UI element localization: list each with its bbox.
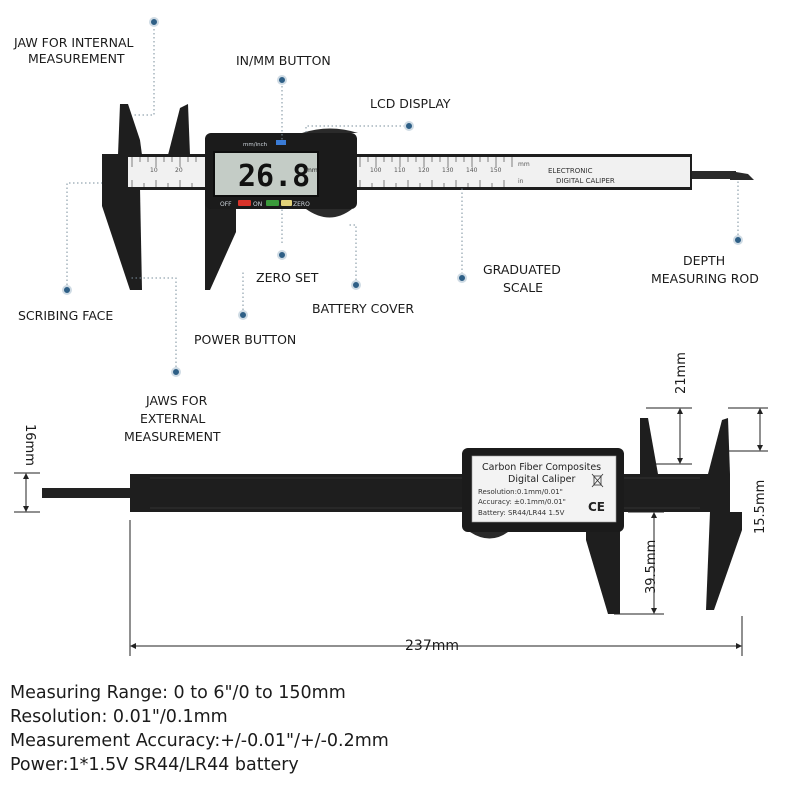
dim-21mm: 21mm bbox=[674, 352, 689, 394]
dim-39-5mm: 39.5mm bbox=[644, 540, 659, 594]
lcd-screen bbox=[213, 151, 319, 197]
back-inner-jaw-right bbox=[708, 418, 730, 474]
scale-title-1: ELECTRONIC bbox=[548, 167, 593, 175]
scale-tick-130: 130 bbox=[442, 167, 454, 174]
label-jaws-external-3: MEASUREMENT bbox=[124, 429, 221, 444]
scale-tick-110: 110 bbox=[394, 167, 406, 174]
plate-line-5: Battery: SR44/LR44 1.5V bbox=[478, 509, 565, 517]
dim-16mm: 16mm bbox=[22, 424, 37, 466]
back-outer-jaw-left bbox=[586, 512, 620, 614]
thumb-wheel bbox=[302, 128, 358, 133]
scale-unit-mm: mm bbox=[518, 161, 530, 168]
spec-power: Power:1*1.5V SR44/LR44 battery bbox=[10, 755, 299, 775]
spec-accuracy: Measurement Accuracy:+/-0.01"/+/-0.2mm bbox=[10, 731, 389, 751]
dimension-lines bbox=[14, 407, 768, 656]
scale-tick-10: 10 bbox=[150, 167, 158, 174]
dot-lcd-display bbox=[404, 121, 414, 131]
label-power-button: POWER BUTTON bbox=[194, 332, 296, 347]
scale-title-2: DIGITAL CALIPER bbox=[556, 177, 615, 185]
scale-tick-140: 140 bbox=[466, 167, 478, 174]
label-depth-rod-2: MEASURING ROD bbox=[651, 271, 759, 286]
plate-line-1: Carbon Fiber Composites bbox=[482, 462, 601, 473]
battery-cover-wheel bbox=[306, 209, 352, 218]
dot-inmm-button bbox=[277, 75, 287, 85]
scale-tick-120: 120 bbox=[418, 167, 430, 174]
label-lcd-display: LCD DISPLAY bbox=[370, 96, 451, 111]
label-scribing-face: SCRIBING FACE bbox=[18, 308, 113, 323]
dim-15-5mm: 15.5mm bbox=[753, 480, 768, 534]
depth-rod-tip bbox=[730, 171, 754, 180]
dot-zero-set bbox=[277, 250, 287, 260]
spec-range: Measuring Range: 0 to 6"/0 to 150mm bbox=[10, 683, 346, 703]
depth-rod bbox=[688, 171, 736, 179]
label-zero-set: ZERO SET bbox=[256, 270, 319, 285]
label-jaw-internal-1: JAW FOR INTERNAL bbox=[13, 35, 134, 50]
dot-scribing-face bbox=[62, 285, 72, 295]
unit-badge: mm/inch bbox=[243, 142, 268, 148]
dot-depth-rod bbox=[733, 235, 743, 245]
scale-tick-150: 150 bbox=[490, 167, 502, 174]
back-view-caliper: Carbon Fiber Composites Digital Caliper … bbox=[42, 418, 742, 614]
plate-line-2: Digital Caliper bbox=[508, 474, 575, 485]
back-depth-rod bbox=[42, 488, 142, 498]
label-jaws-external-1: JAWS FOR bbox=[145, 393, 208, 408]
btn-on-label: ON bbox=[253, 201, 262, 208]
back-inner-jaw-left bbox=[640, 418, 658, 474]
on-button bbox=[266, 200, 279, 206]
sliding-inner-jaw bbox=[168, 104, 190, 155]
front-view-caliper: 10 20 100 110 120 130 140 150 mm in ELEC… bbox=[102, 104, 754, 290]
inmm-button bbox=[276, 140, 286, 145]
lcd-unit: mm bbox=[306, 167, 318, 174]
dim-237mm: 237mm bbox=[405, 638, 459, 654]
plate-line-3: Resolution:0.1mm/0.01" bbox=[478, 488, 563, 496]
sliding-outer-jaw bbox=[205, 188, 236, 290]
scale-tick-100: 100 bbox=[370, 167, 382, 174]
power-button bbox=[238, 200, 251, 206]
ce-mark: CE bbox=[588, 500, 605, 514]
label-inmm-button: IN/MM BUTTON bbox=[236, 53, 331, 68]
weee-bin-icon bbox=[591, 473, 604, 488]
plate-line-4: Accuracy: ±0.1mm/0.01" bbox=[478, 498, 566, 506]
callout-dots bbox=[62, 17, 743, 377]
btn-zero-label: ZERO bbox=[293, 201, 310, 208]
scale-unit-in: in bbox=[518, 178, 524, 185]
back-beam bbox=[130, 474, 730, 512]
dot-power-button bbox=[238, 310, 248, 320]
spec-plate bbox=[471, 455, 617, 523]
fixed-inner-jaw bbox=[118, 104, 142, 155]
scale-ticks bbox=[131, 157, 513, 187]
back-outer-jaw-right bbox=[706, 512, 742, 610]
dot-jaw-internal bbox=[149, 17, 159, 27]
label-graduated-scale-2: SCALE bbox=[503, 280, 543, 295]
spec-resolution: Resolution: 0.01"/0.1mm bbox=[10, 707, 228, 727]
back-thumb-wheel bbox=[470, 532, 508, 539]
label-depth-rod-1: DEPTH bbox=[683, 253, 725, 268]
label-battery-cover: BATTERY COVER bbox=[312, 301, 414, 316]
label-graduated-scale-1: GRADUATED bbox=[483, 262, 561, 277]
scale-tick-20: 20 bbox=[175, 167, 183, 174]
fixed-outer-jaw bbox=[102, 188, 142, 290]
dot-graduated-scale bbox=[457, 273, 467, 283]
label-jaw-internal-2: MEASUREMENT bbox=[28, 51, 125, 66]
label-jaws-external-2: EXTERNAL bbox=[140, 411, 205, 426]
callout-leaders bbox=[66, 25, 739, 371]
zero-button bbox=[281, 200, 292, 206]
lcd-value: 26.8 bbox=[238, 159, 310, 194]
dot-jaws-external bbox=[171, 367, 181, 377]
dot-battery-cover bbox=[351, 280, 361, 290]
btn-off-label: OFF bbox=[220, 201, 232, 208]
